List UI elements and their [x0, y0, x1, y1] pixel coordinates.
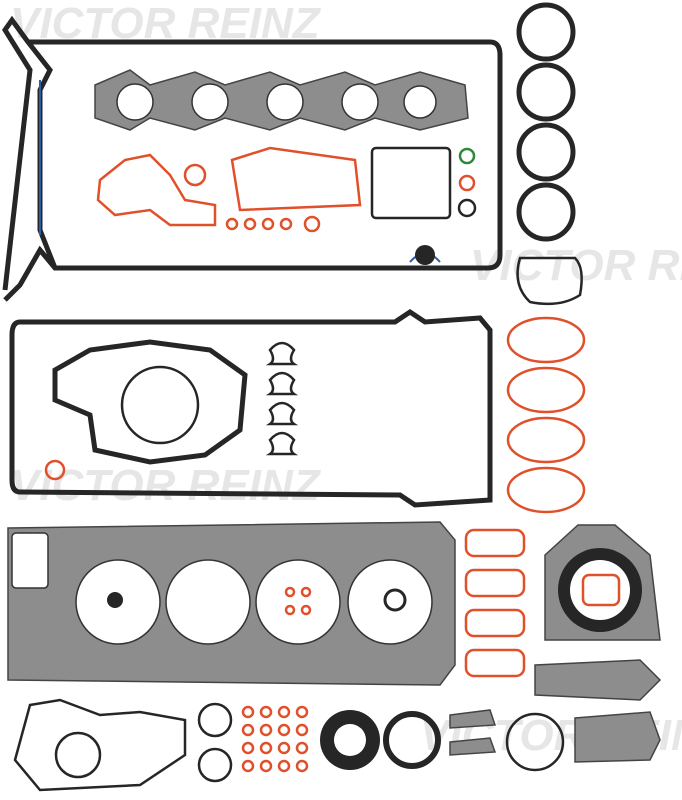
bottom-gaskets — [13, 698, 661, 792]
watermark-right: VICTOR REINZ — [470, 241, 682, 290]
watermark-middle: VICTOR REINZ — [10, 461, 322, 510]
intake-port-gaskets — [464, 528, 526, 678]
intake-gaskets — [96, 146, 477, 233]
o-rings-column — [506, 2, 586, 514]
rear-main-seal-housing — [534, 524, 662, 701]
cylinder-head-gasket — [7, 521, 456, 686]
oil-pan-gasket — [2, 15, 503, 302]
exhaust-manifold-gasket — [94, 69, 469, 131]
valve-cover-gasket — [9, 308, 493, 508]
